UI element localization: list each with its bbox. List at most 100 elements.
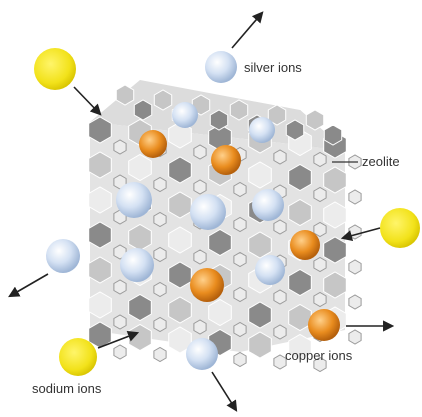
zeolite-cage-cell [323,166,347,194]
zeolite-cage-cell [313,256,327,273]
zeolite-cage-cell [323,271,347,299]
zeolite-cage-cell [193,319,207,335]
zeolite-cage-cell [273,149,287,165]
zeolite-cage-cell [128,153,152,182]
zeolite-cage-cell [273,289,287,305]
silver-ion-bottom-group [186,338,238,412]
copper-ion-right-group: copper ions [285,309,395,363]
zeolite-cage-cell [153,246,167,263]
zeolite-cage-cell [168,191,192,219]
embedded-silver-ion [252,189,284,221]
silver-ion [46,239,80,273]
zeolite-cage-cell [248,231,272,259]
zeolite-label-group: zeolite [332,154,400,169]
zeolite-cage-cell [88,291,112,319]
zeolite-cage-cell [229,99,249,121]
silver-ion [186,338,218,370]
zeolite-cage-cell [208,298,232,327]
sodium-ion [59,338,97,376]
copper-ion [308,309,340,341]
zeolite-cage-cell [153,316,167,333]
zeolite-cage-cell [153,176,167,193]
zeolite-cage-cell [348,259,362,275]
zeolite-cage-cell [168,296,192,324]
zeolite-cage-cell [168,121,192,149]
zeolite-cage-cell [313,356,327,373]
silver-ion-top-group: silver ions [205,11,302,83]
zeolite-cage-cell [153,89,173,111]
zeolite-cage-cell [348,224,362,240]
zeolite-cage-cell [248,331,272,359]
sodium-ion [380,208,420,248]
zeolite-cage-cell [313,221,327,238]
zeolite-cage-cell [113,279,127,295]
zeolite-cage-cell [115,84,135,106]
zeolite-cage-cell [233,181,247,198]
zeolite-cage-cell [288,303,312,332]
silver-ions-label: silver ions [244,60,302,75]
sodium-ion-bottom-left-group: sodium ions [32,330,140,396]
embedded-silver-ion [116,182,152,218]
zeolite-cage-cell [233,216,247,233]
zeolite-cage-cell [128,293,152,322]
zeolite-cage-cell [248,161,272,189]
sodium-ion-right-group [340,208,420,248]
zeolite-cage-cell [113,344,127,360]
arrow-out-of-zeolite [8,273,49,298]
embedded-copper-ion [139,130,167,158]
zeolite-cage-cell [285,119,305,141]
zeolite-cage-cell [348,329,362,345]
zeolite-label: zeolite [362,154,400,169]
zeolite-cage-cell [323,236,347,264]
zeolite-cage-cell [273,354,287,370]
zeolite-cage-cell [88,116,112,144]
zeolite-cage-cell [323,201,347,229]
zeolite-cage-cell [208,228,232,257]
embedded-silver-ion [120,248,154,282]
zeolite-cage-cell [267,104,287,126]
zeolite-cage-cell [248,301,272,329]
zeolite-cage-cell [233,251,247,268]
zeolite-cage-cell [273,324,287,340]
zeolite-cage-cell [233,321,247,338]
silver-ion-left-group [8,239,80,298]
zeolite-cage-cell [348,189,362,205]
embedded-copper-ion [290,230,320,260]
zeolite-cage-cell [193,179,207,195]
embedded-ions [116,102,320,302]
zeolite-cage-cell [348,294,362,310]
arrow-out-of-zeolite [231,11,264,49]
zeolite-cage-cell [313,151,327,168]
zeolite-cage-cell [273,219,287,235]
arrow-out-of-zeolite [211,371,238,412]
zeolite-cage-cell [88,151,112,179]
zeolite-cage-cell [288,198,312,227]
zeolite-cage-cell [209,109,229,131]
zeolite-cage-cell [193,144,207,160]
sodium-ion [34,48,76,90]
zeolite-cage-cell [133,99,153,121]
zeolite-cage-cell [113,139,127,155]
zeolite-cage-cell [88,221,112,249]
zeolite-cage-cell [153,346,167,363]
zeolite-cage-cell [193,249,207,265]
zeolite-cage-cell [313,291,327,308]
zeolite-cage-cell [168,226,192,254]
zeolite-cage-cell [168,326,192,354]
zeolite-cage-cell [288,268,312,297]
zeolite-cage-cell [233,351,247,368]
silver-ion [205,51,237,83]
zeolite-cage-cell [113,314,127,330]
zeolite-cage-cell [88,186,112,214]
arrow-into-zeolite [97,330,140,349]
zeolite-cage-cell [168,156,192,184]
embedded-silver-ion [190,194,226,230]
zeolite-cage-cell [233,286,247,303]
zeolite-cage-cell [323,124,343,146]
arrow-into-zeolite [73,86,102,116]
zeolite-cage-cell [288,333,312,362]
sodium-ion-top-left-group [34,48,102,116]
embedded-silver-ion [255,255,285,285]
zeolite-cage-cell [288,163,312,192]
